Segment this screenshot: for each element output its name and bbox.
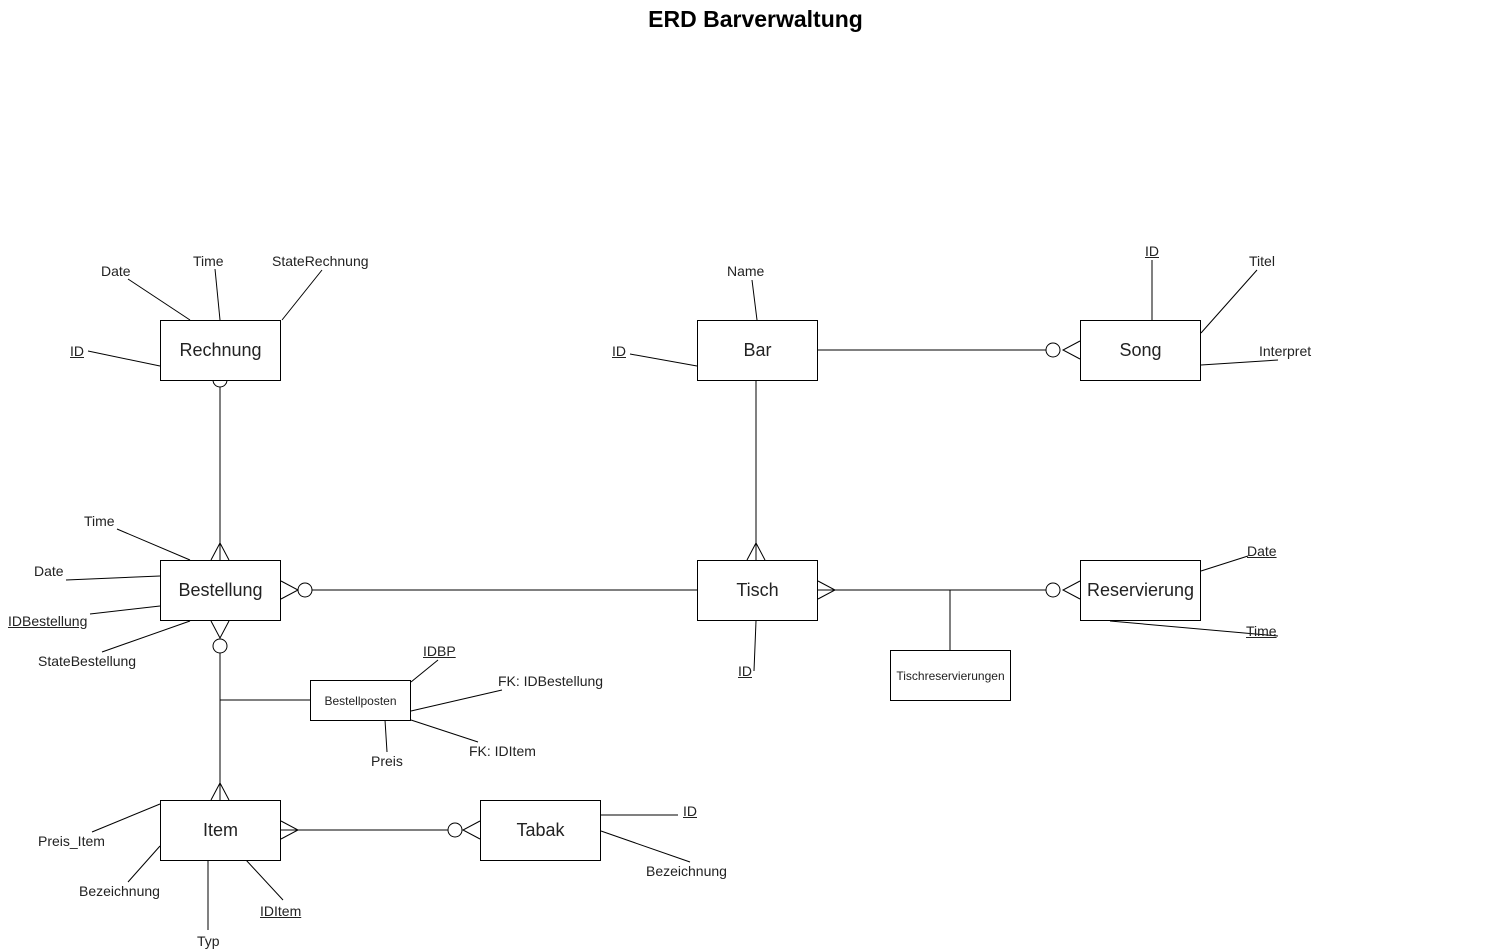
attr-line-tisch-id	[753, 620, 757, 672]
attr-line-bestellposten-id	[410, 659, 439, 683]
optional-circle-tabak	[447, 822, 463, 838]
attr-tisch-id: ID	[738, 663, 752, 679]
attr-line-bestellung-id	[89, 605, 161, 615]
entity-rechnung[interactable]: Rechnung	[160, 320, 281, 381]
optional-circle-bestellung-item	[212, 638, 228, 654]
optional-circle-reservierung	[1045, 582, 1061, 598]
attr-line-bar-id	[629, 353, 698, 367]
attr-reservierung-time: Time	[1246, 623, 1277, 639]
entity-reservierung[interactable]: Reservierung	[1080, 560, 1201, 621]
attr-item-preis: Preis_Item	[38, 833, 105, 849]
attr-rechnung-state: StateRechnung	[272, 253, 369, 269]
attr-song-id: ID	[1145, 243, 1159, 259]
attr-line-item-preis	[91, 803, 161, 833]
attr-rechnung-time: Time	[193, 253, 224, 269]
crowfoot-tabak-left	[461, 820, 481, 840]
attr-item-id: IDItem	[260, 903, 302, 919]
attr-line-rechnung-state	[281, 269, 323, 321]
attr-line-bestellung-state	[101, 620, 191, 653]
crowfoot-bestellung-top	[210, 541, 230, 561]
attr-line-rechnung-id	[87, 350, 161, 367]
attr-line-rechnung-time	[214, 268, 221, 321]
attr-item-bezeichnung: Bezeichnung	[79, 883, 160, 899]
attr-song-titel: Titel	[1249, 253, 1275, 269]
crowfoot-item-top	[210, 781, 230, 801]
attr-line-rechnung-date	[127, 278, 191, 321]
attr-rechnung-date: Date	[101, 263, 131, 279]
attr-tabak-bezeichnung: Bezeichnung	[646, 863, 727, 879]
attr-song-interpret: Interpret	[1259, 343, 1312, 359]
entity-tabak[interactable]: Tabak	[480, 800, 601, 861]
attr-bestellposten-fk-bestellung: FK: IDBestellung	[498, 673, 604, 689]
attr-line-song-interpret	[1200, 359, 1279, 366]
attr-bestellung-id: IDBestellung	[8, 613, 88, 629]
attr-reservierung-date: Date	[1247, 543, 1277, 559]
attr-bestellung-state: StateBestellung	[38, 653, 137, 669]
optional-circle-song	[1045, 342, 1061, 358]
crowfoot-song-left	[1061, 340, 1081, 360]
entity-bestellung[interactable]: Bestellung	[160, 560, 281, 621]
attr-bestellposten-preis: Preis	[371, 753, 403, 769]
entity-tischreservierungen[interactable]: Tischreservierungen	[890, 650, 1011, 701]
attr-line-bestellposten-fk-bestellung	[410, 689, 503, 712]
diagram-title: ERD Barverwaltung	[648, 6, 863, 32]
entity-bar[interactable]: Bar	[697, 320, 818, 381]
attr-line-reservierung-time	[1109, 620, 1279, 637]
attr-line-bar-name	[751, 279, 758, 321]
attr-bar-id: ID	[612, 343, 626, 359]
entity-item[interactable]: Item	[160, 800, 281, 861]
attr-bestellung-date: Date	[34, 563, 64, 579]
optional-circle-bestellung-tisch	[297, 582, 313, 598]
crowfoot-reservierung-left	[1061, 580, 1081, 600]
attr-bestellung-time: Time	[84, 513, 115, 529]
entity-tisch[interactable]: Tisch	[697, 560, 818, 621]
entity-song[interactable]: Song	[1080, 320, 1201, 381]
attr-line-item-id	[245, 859, 284, 901]
attr-bar-name: Name	[727, 263, 765, 279]
attr-line-reservierung-date	[1200, 555, 1249, 572]
attr-tabak-id: ID	[683, 803, 697, 819]
attr-bestellposten-fk-item: FK: IDItem	[469, 743, 536, 759]
attr-line-item-bezeichnung	[127, 845, 161, 883]
attr-line-bestellposten-fk-item	[410, 719, 479, 743]
entity-bestellposten[interactable]: Bestellposten	[310, 680, 411, 721]
attr-line-bestellung-date	[65, 575, 161, 581]
attr-line-song-titel	[1200, 269, 1258, 334]
crowfoot-tisch-top	[746, 541, 766, 561]
attr-line-bestellposten-preis	[384, 719, 388, 753]
crowfoot-bestellung-bottom	[210, 620, 230, 640]
attr-line-bestellung-time	[116, 528, 191, 561]
crowfoot-bestellung-right	[280, 580, 300, 600]
attr-rechnung-id: ID	[70, 343, 84, 359]
attr-item-typ: Typ	[197, 933, 220, 949]
attr-line-tabak-bezeichnung	[600, 830, 691, 863]
attr-bestellposten-id: IDBP	[423, 643, 456, 659]
